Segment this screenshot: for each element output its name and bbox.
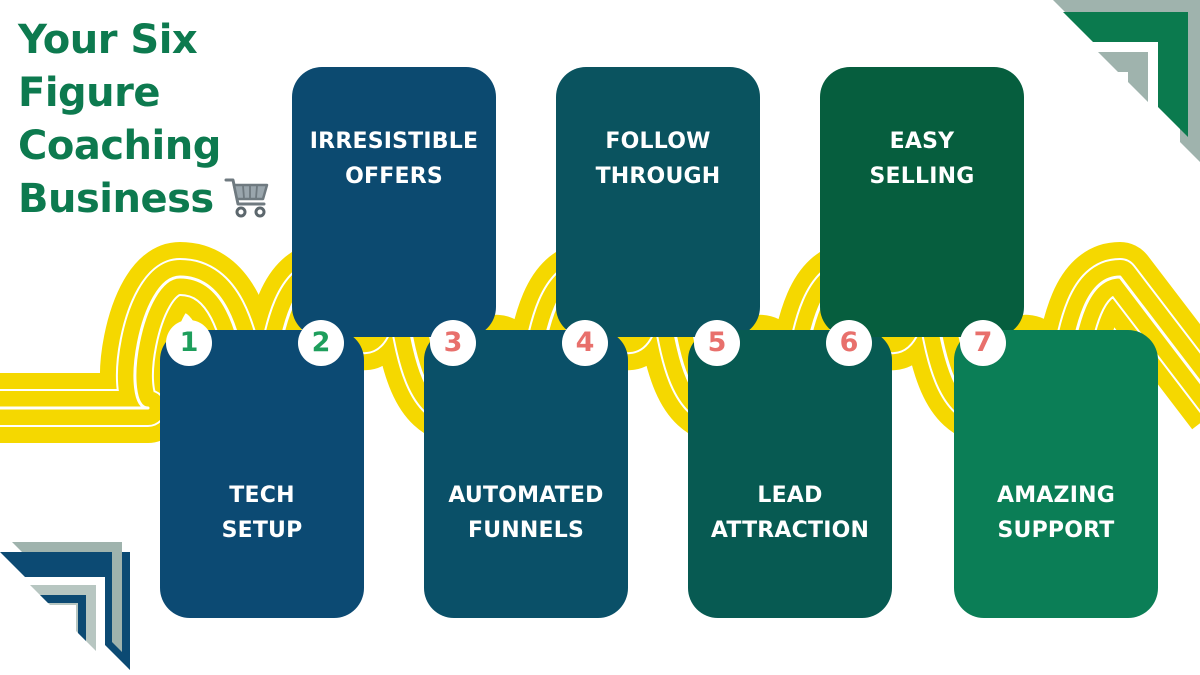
step-card-2: IRRESISTIBLE OFFERS <box>292 67 496 337</box>
step-label-line: SELLING <box>869 164 975 189</box>
step-label-3: AUTOMATED FUNNELS <box>424 478 628 548</box>
title-line-2: Figure <box>18 70 161 116</box>
step-label-line: IRRESISTIBLE <box>309 129 479 154</box>
step-card-4: FOLLOW THROUGH <box>556 67 760 337</box>
step-label-line: LEAD <box>757 483 823 508</box>
step-number-badge-6: 6 <box>826 320 872 366</box>
diagram-title: Your Six Figure Coaching Business <box>18 14 298 226</box>
step-card-6: EASY SELLING <box>820 67 1024 337</box>
step-label-4: FOLLOW THROUGH <box>556 124 760 194</box>
step-number-badge-4: 4 <box>562 320 608 366</box>
step-label-line: EASY <box>889 129 955 154</box>
shopping-cart-icon <box>224 178 269 218</box>
step-number-badge-2: 2 <box>298 320 344 366</box>
chevron-decoration-bottom-left <box>0 542 130 670</box>
step-label-6: EASY SELLING <box>820 124 1024 194</box>
step-label-line: AUTOMATED <box>448 483 604 508</box>
step-label-5: LEAD ATTRACTION <box>688 478 892 548</box>
step-card-7: AMAZING SUPPORT <box>954 330 1158 618</box>
step-label-line: FUNNELS <box>467 518 584 543</box>
title-line-3: Coaching <box>18 123 221 169</box>
chevron-decoration-top-right <box>1053 0 1200 162</box>
step-label-line: FOLLOW <box>605 129 711 154</box>
step-label-1: TECH SETUP <box>160 478 364 548</box>
step-label-7: AMAZING SUPPORT <box>954 478 1158 548</box>
step-label-line: THROUGH <box>595 164 721 189</box>
step-card-5: LEAD ATTRACTION <box>688 330 892 618</box>
step-number-badge-7: 7 <box>960 320 1006 366</box>
step-label-line: TECH <box>229 483 295 508</box>
step-label-line: SETUP <box>221 518 303 543</box>
step-label-2: IRRESISTIBLE OFFERS <box>292 124 496 194</box>
step-number-badge-3: 3 <box>430 320 476 366</box>
title-line-1: Your Six <box>18 17 198 63</box>
step-number-badge-5: 5 <box>694 320 740 366</box>
step-label-line: AMAZING <box>997 483 1115 508</box>
step-card-1: TECH SETUP <box>160 330 364 618</box>
step-number-badge-1: 1 <box>166 320 212 366</box>
step-card-3: AUTOMATED FUNNELS <box>424 330 628 618</box>
title-line-4: Business <box>18 176 214 222</box>
step-label-line: OFFERS <box>345 164 443 189</box>
step-label-line: ATTRACTION <box>710 518 870 543</box>
step-label-line: SUPPORT <box>997 518 1115 543</box>
